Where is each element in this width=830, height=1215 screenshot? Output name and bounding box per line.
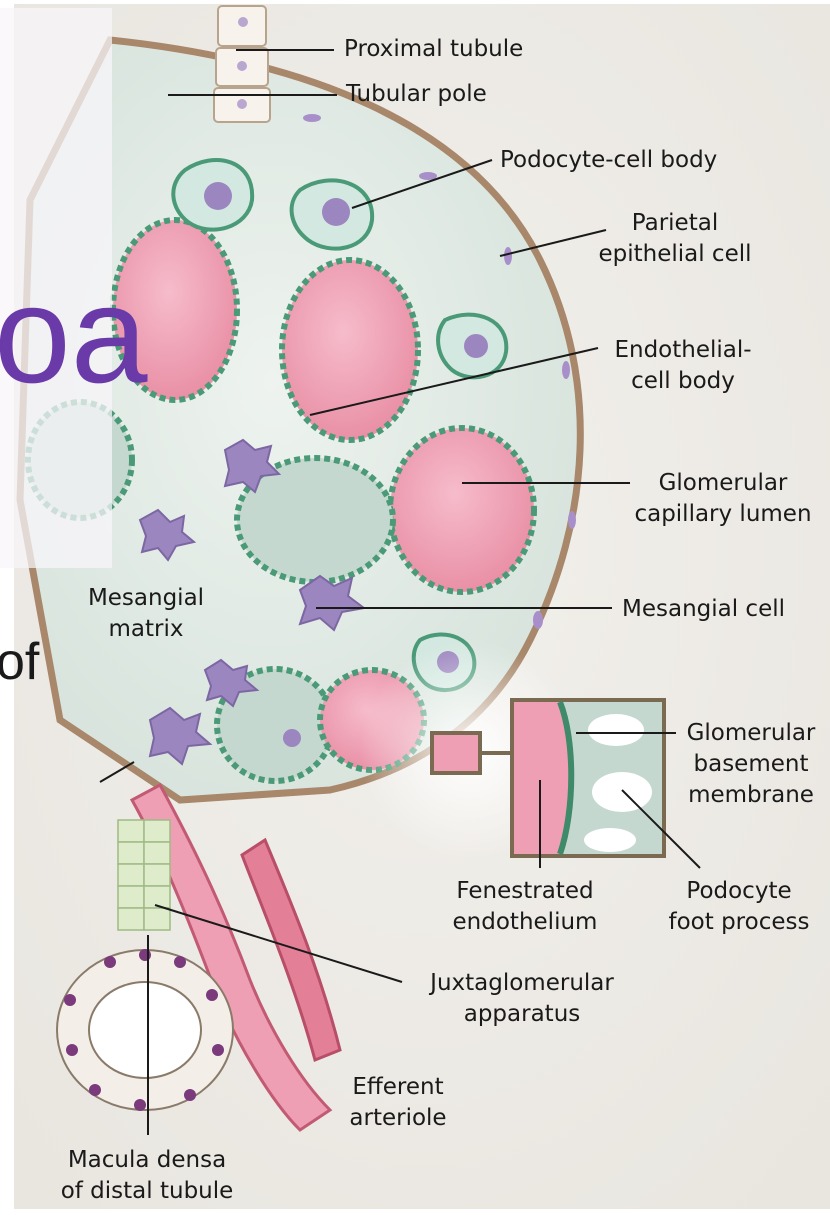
slide-text-fragment-small: of <box>0 632 39 692</box>
label-endothelial-cell-body: Endothelial- cell body <box>598 335 768 397</box>
label-foot-process-line-1: Podocyte <box>650 876 828 907</box>
label-juxta-line-2: apparatus <box>402 999 642 1030</box>
label-mesangial-matrix: Mesangial matrix <box>66 583 226 645</box>
label-fenestrated-endothelium: Fenestrated endothelium <box>430 876 620 938</box>
label-podocyte-foot-process: Podocyte foot process <box>650 876 828 938</box>
label-proximal-tubule: Proximal tubule <box>344 34 523 65</box>
label-capillary-line-1: Glomerular <box>618 468 828 499</box>
label-gbm-line-2: basement <box>672 749 830 780</box>
label-capillary-line-2: capillary lumen <box>618 499 828 530</box>
label-matrix-line-1: Mesangial <box>66 583 226 614</box>
label-efferent-arteriole: Efferent arteriole <box>338 1072 458 1134</box>
label-efferent-line-1: Efferent <box>338 1072 458 1103</box>
label-parietal-epithelial-cell: Parietal epithelial cell <box>590 208 760 270</box>
label-glomerular-capillary-lumen: Glomerular capillary lumen <box>618 468 828 530</box>
label-fenestrated-line-2: endothelium <box>430 907 620 938</box>
label-juxta-line-1: Juxtaglomerular <box>402 968 642 999</box>
label-juxtaglomerular-apparatus: Juxtaglomerular apparatus <box>402 968 642 1030</box>
label-tubular-pole: Tubular pole <box>346 79 487 110</box>
label-mesangial-cell: Mesangial cell <box>622 594 785 625</box>
label-macula-line-1: Macula densa <box>40 1145 254 1176</box>
label-endothelial-line-1: Endothelial- <box>598 335 768 366</box>
label-foot-process-line-2: foot process <box>650 907 828 938</box>
label-gbm-line-1: Glomerular <box>672 718 830 749</box>
label-parietal-line-2: epithelial cell <box>590 239 760 270</box>
macula-densa <box>57 950 233 1110</box>
label-glomerular-basement-membrane: Glomerular basement membrane <box>672 718 830 811</box>
inset-enlargement <box>512 700 664 856</box>
label-parietal-line-1: Parietal <box>590 208 760 239</box>
inset-marker-box <box>432 733 480 773</box>
label-fenestrated-line-1: Fenestrated <box>430 876 620 907</box>
label-podocyte-cell-body: Podocyte-cell body <box>500 145 717 176</box>
label-macula-line-2: of distal tubule <box>40 1176 254 1207</box>
label-gbm-line-3: membrane <box>672 780 830 811</box>
label-macula-densa: Macula densa of distal tubule <box>40 1145 254 1207</box>
label-efferent-line-2: arteriole <box>338 1103 458 1134</box>
label-endothelial-line-2: cell body <box>598 366 768 397</box>
slide-text-fragment-large: oa <box>0 270 148 400</box>
proximal-tubule-cells <box>214 6 270 122</box>
label-matrix-line-2: matrix <box>66 614 226 645</box>
juxtaglomerular-cells <box>118 820 170 930</box>
